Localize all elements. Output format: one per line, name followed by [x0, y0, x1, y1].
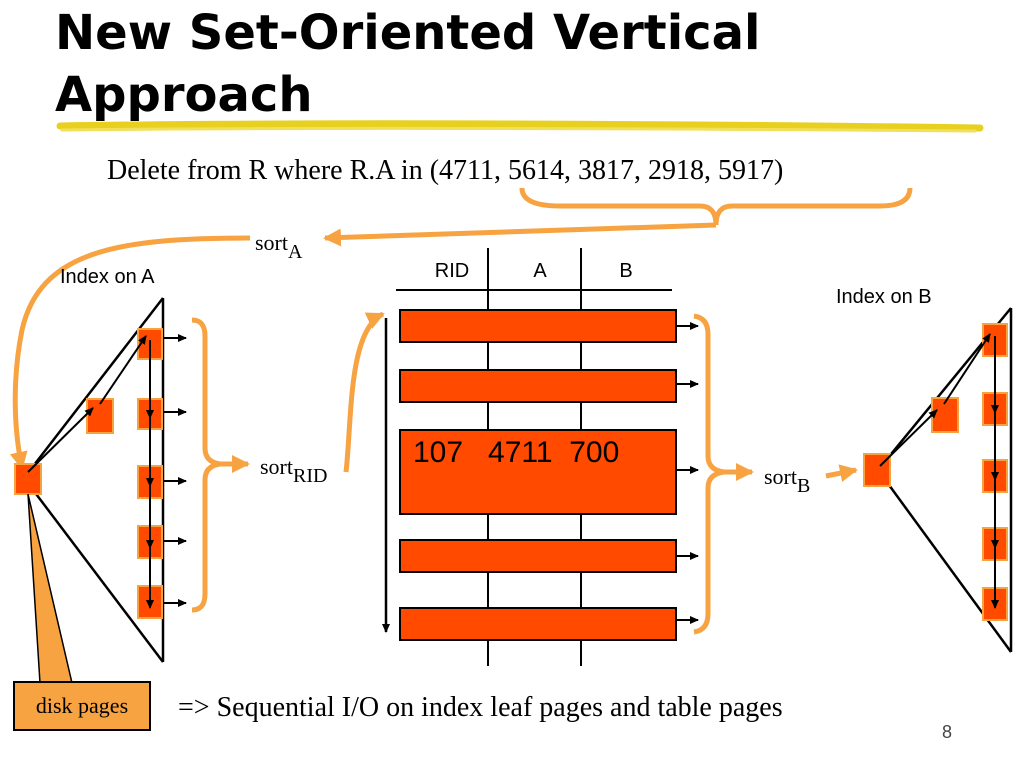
summary-text: => Sequential I/O on index leaf pages an… — [178, 692, 783, 723]
query-text: Delete from R where R.A in (4711, 5614, … — [107, 155, 784, 186]
sort-b-label: sortB — [764, 464, 811, 497]
table-page — [399, 309, 677, 343]
index-a-root-page — [14, 463, 42, 495]
table-page — [399, 539, 677, 573]
arrow-sortA-to-indexA — [9, 235, 251, 470]
sort-rid-label: sortRID — [260, 454, 328, 487]
slide-title: New Set-Oriented Vertical Approach — [55, 5, 761, 123]
table-header-b: B — [619, 260, 633, 282]
index-a-brace — [191, 317, 221, 613]
sort-a-label: sortA — [255, 230, 303, 263]
table-page — [399, 607, 677, 641]
disk-pages-callout — [27, 493, 73, 684]
index-a-inner-page — [86, 398, 114, 434]
in-list-brace — [519, 187, 913, 226]
table-page-highlighted — [399, 429, 677, 515]
arrow-sortRID-to-table — [343, 311, 385, 473]
index-b-label: Index on B — [836, 286, 932, 308]
index-a-label: Index on A — [60, 266, 155, 288]
index-b-tree — [863, 307, 1013, 653]
arrow-sortB-to-indexB — [825, 464, 858, 482]
table-page — [399, 369, 677, 403]
table-grid — [382, 248, 699, 666]
arrow-to-sortA — [323, 222, 717, 247]
disk-pages-label: disk pages — [13, 681, 151, 731]
page-number: 8 — [942, 722, 953, 742]
highlighted-row-values: 107 4711 700 — [413, 436, 620, 469]
index-a-tree — [14, 297, 187, 663]
table-brace — [693, 313, 725, 635]
table-header-rid: RID — [434, 260, 470, 282]
table-header-a: A — [533, 260, 547, 282]
